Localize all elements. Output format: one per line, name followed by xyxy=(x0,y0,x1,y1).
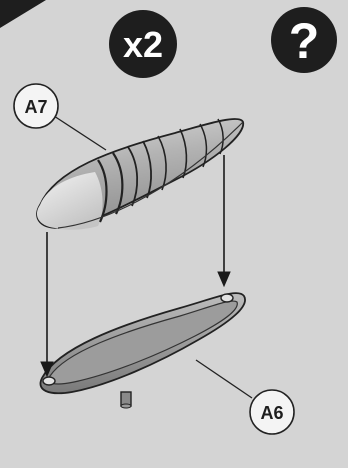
part-label-a6: A6 xyxy=(260,403,283,423)
callout-a6: A6 xyxy=(250,390,294,434)
part-a6-drawing xyxy=(40,293,245,408)
callout-line-a6 xyxy=(196,360,252,398)
callout-a7: A7 xyxy=(14,84,58,128)
quantity-badge: x2 xyxy=(109,10,177,78)
arrow-right-head xyxy=(218,272,230,286)
part-label-a7: A7 xyxy=(24,97,47,117)
corner-mark xyxy=(0,0,46,28)
help-symbol: ? xyxy=(289,13,320,69)
quantity-label: x2 xyxy=(123,24,163,65)
callout-line-a7 xyxy=(54,116,106,150)
part-a7-drawing xyxy=(37,119,243,230)
help-badge[interactable]: ? xyxy=(271,7,337,73)
